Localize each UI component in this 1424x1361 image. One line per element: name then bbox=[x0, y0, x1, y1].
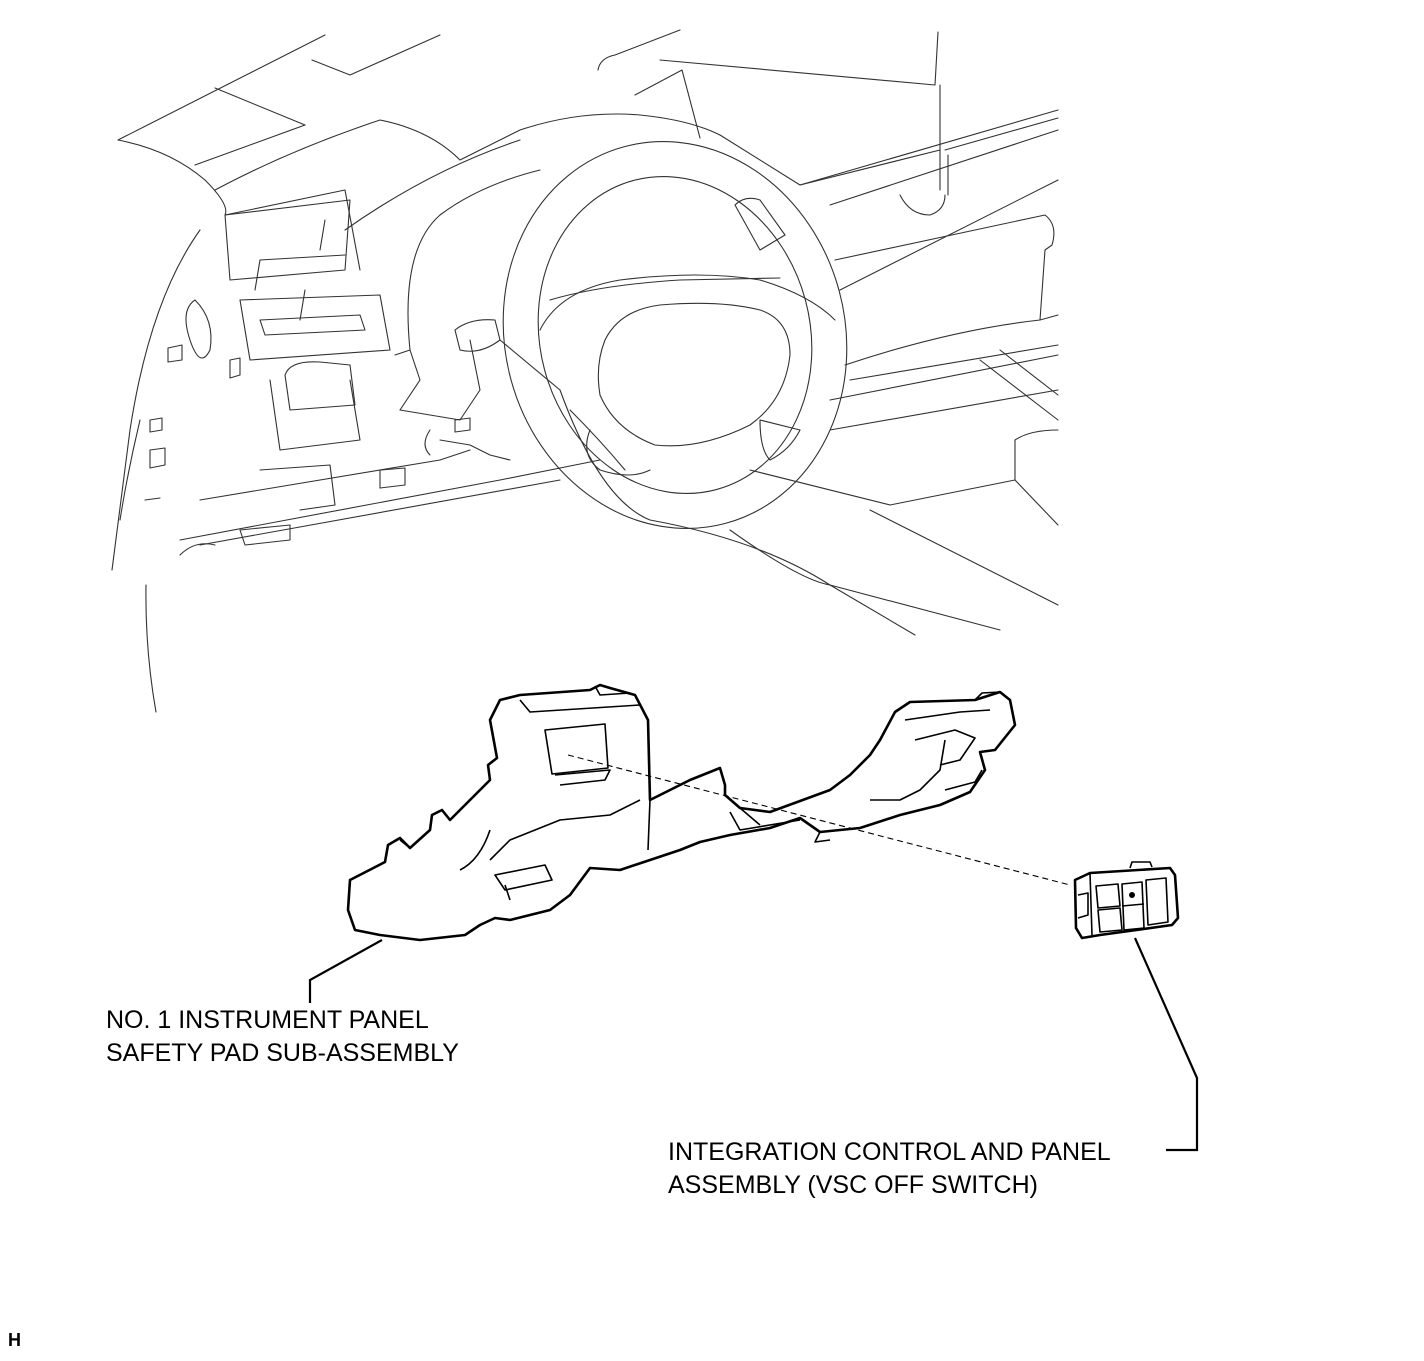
vsc-switch-label-line1: INTEGRATION CONTROL AND PANEL bbox=[668, 1138, 1111, 1166]
safety-pad-sub-assembly-drawing bbox=[346, 683, 1017, 942]
alignment-dashed-line bbox=[567, 754, 1071, 886]
safety-pad-label-line1: NO. 1 INSTRUMENT PANEL bbox=[106, 1006, 429, 1034]
dashboard-overview-drawing bbox=[111, 29, 1059, 713]
vsc-switch-leader-line bbox=[1133, 937, 1199, 1152]
vsc-switch-label-line2: ASSEMBLY (VSC OFF SWITCH) bbox=[668, 1171, 1038, 1199]
vsc-switch-label: INTEGRATION CONTROL AND PANEL ASSEMBLY (… bbox=[668, 1136, 1111, 1202]
vsc-off-switch-drawing bbox=[1073, 861, 1180, 940]
safety-pad-label: NO. 1 INSTRUMENT PANEL SAFETY PAD SUB-AS… bbox=[106, 1004, 459, 1070]
safety-pad-leader-line bbox=[308, 939, 383, 1003]
figure-code: H bbox=[8, 1330, 21, 1350]
safety-pad-label-line2: SAFETY PAD SUB-ASSEMBLY bbox=[106, 1039, 459, 1067]
